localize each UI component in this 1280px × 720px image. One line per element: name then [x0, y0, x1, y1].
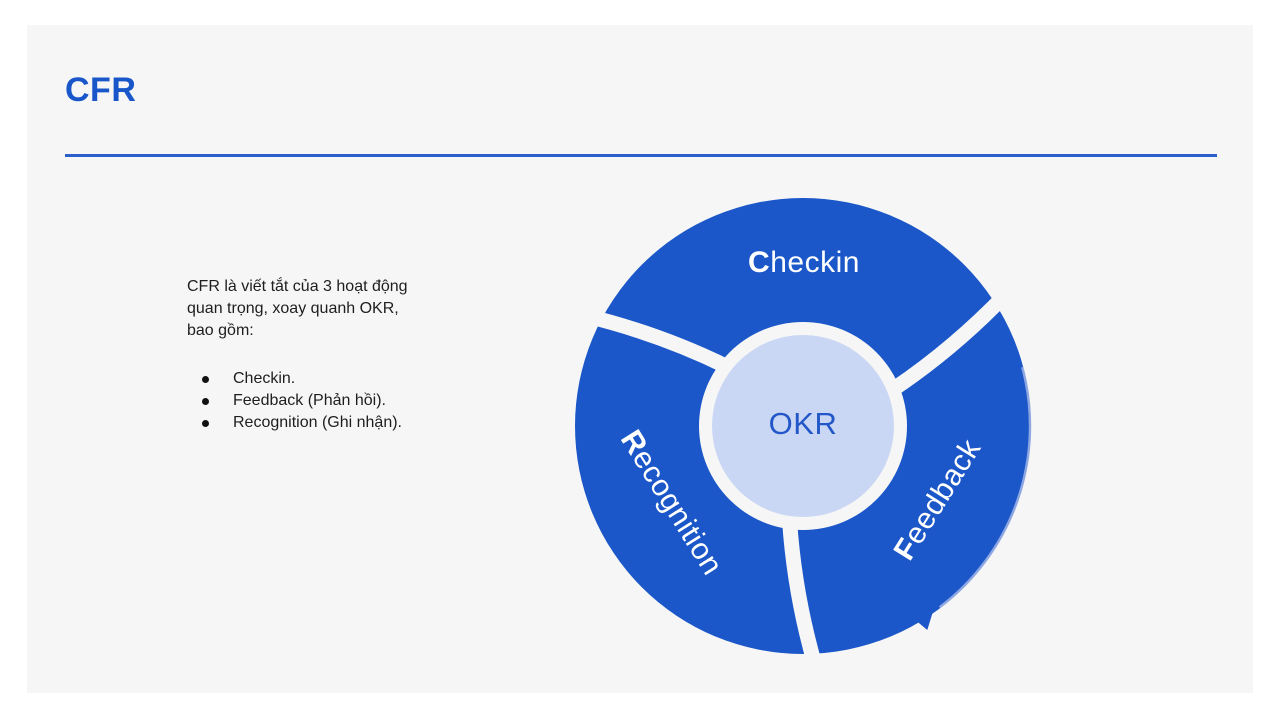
paragraph-line: CFR là viết tắt của 3 hoạt động: [187, 278, 408, 295]
list-item: Checkin.: [187, 368, 408, 390]
cfr-okr-diagram: Checkin Feedback Recognition OKR: [574, 197, 1032, 670]
bullet-dot-icon: [202, 419, 209, 427]
bullet-label: Feedback (Phản hồi).: [233, 392, 386, 409]
bullet-label: Checkin.: [233, 370, 296, 387]
segment-label-checkin: Checkin: [748, 246, 860, 280]
okr-center-label: OKR: [768, 406, 838, 441]
bullet-dot-icon: [202, 375, 209, 383]
edge-highlight: [938, 366, 1032, 609]
center-circle: [712, 335, 894, 517]
segment-divider: [782, 520, 823, 670]
paragraph-line: bao gồm:: [187, 322, 254, 339]
segment-divider: [585, 308, 731, 374]
segment-tail-tip: [912, 604, 936, 630]
paragraph-line: quan trọng, xoay quanh OKR,: [187, 300, 399, 317]
bullet-label: Recognition (Ghi nhận).: [233, 414, 402, 431]
list-item: Recognition (Ghi nhận).: [187, 412, 408, 434]
title-underline: [65, 154, 1217, 157]
segment-divider: [887, 288, 1012, 397]
bullet-dot-icon: [202, 397, 209, 405]
diagram-graphic: [575, 198, 1032, 670]
bullet-list: Checkin. Feedback (Phản hồi). Recognitio…: [187, 368, 408, 434]
slide-canvas: CFR CFR là viết tắt của 3 hoạt động quan…: [27, 25, 1253, 693]
segment-initial: C: [748, 246, 771, 279]
segment-rest: heckin: [770, 246, 860, 279]
intro-text-block: CFR là viết tắt của 3 hoạt động quan trọ…: [187, 276, 408, 434]
list-item: Feedback (Phản hồi).: [187, 390, 408, 412]
page-title: CFR: [65, 71, 137, 109]
